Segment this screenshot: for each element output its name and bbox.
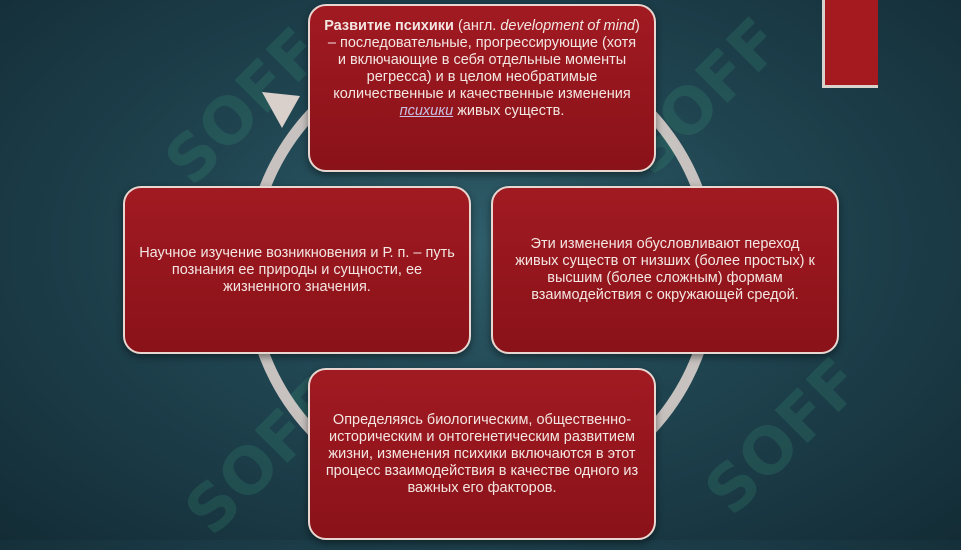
lang-term: development of mind (500, 18, 635, 34)
lang-prefix: (англ. (457, 18, 501, 34)
box-left-text: Научное изучение возникновения и Р. п. –… (139, 244, 455, 295)
term-title: Развитие психики (324, 18, 454, 34)
diagram-box-top: Развитие психики (англ. development of m… (308, 4, 656, 172)
box-right-text: Эти изменения обусловливают переход живы… (515, 236, 815, 303)
box-bottom-text: Определяясь биологическим, общественно-и… (325, 411, 639, 496)
cycle-arrow-head (262, 92, 300, 128)
definition-tail: живых существ. (453, 103, 565, 119)
definition-text: ) – последовательные, прогрессирующие (х… (327, 18, 640, 102)
diagram-box-left: Научное изучение возникновения и Р. п. –… (123, 186, 471, 354)
box-top-text: Развитие психики (англ. development of m… (324, 18, 640, 120)
accent-bar (822, 0, 878, 88)
psyche-link[interactable]: психики (399, 103, 454, 119)
diagram-box-right: Эти изменения обусловливают переход живы… (491, 186, 839, 354)
diagram-box-bottom: Определяясь биологическим, общественно-и… (308, 368, 656, 540)
